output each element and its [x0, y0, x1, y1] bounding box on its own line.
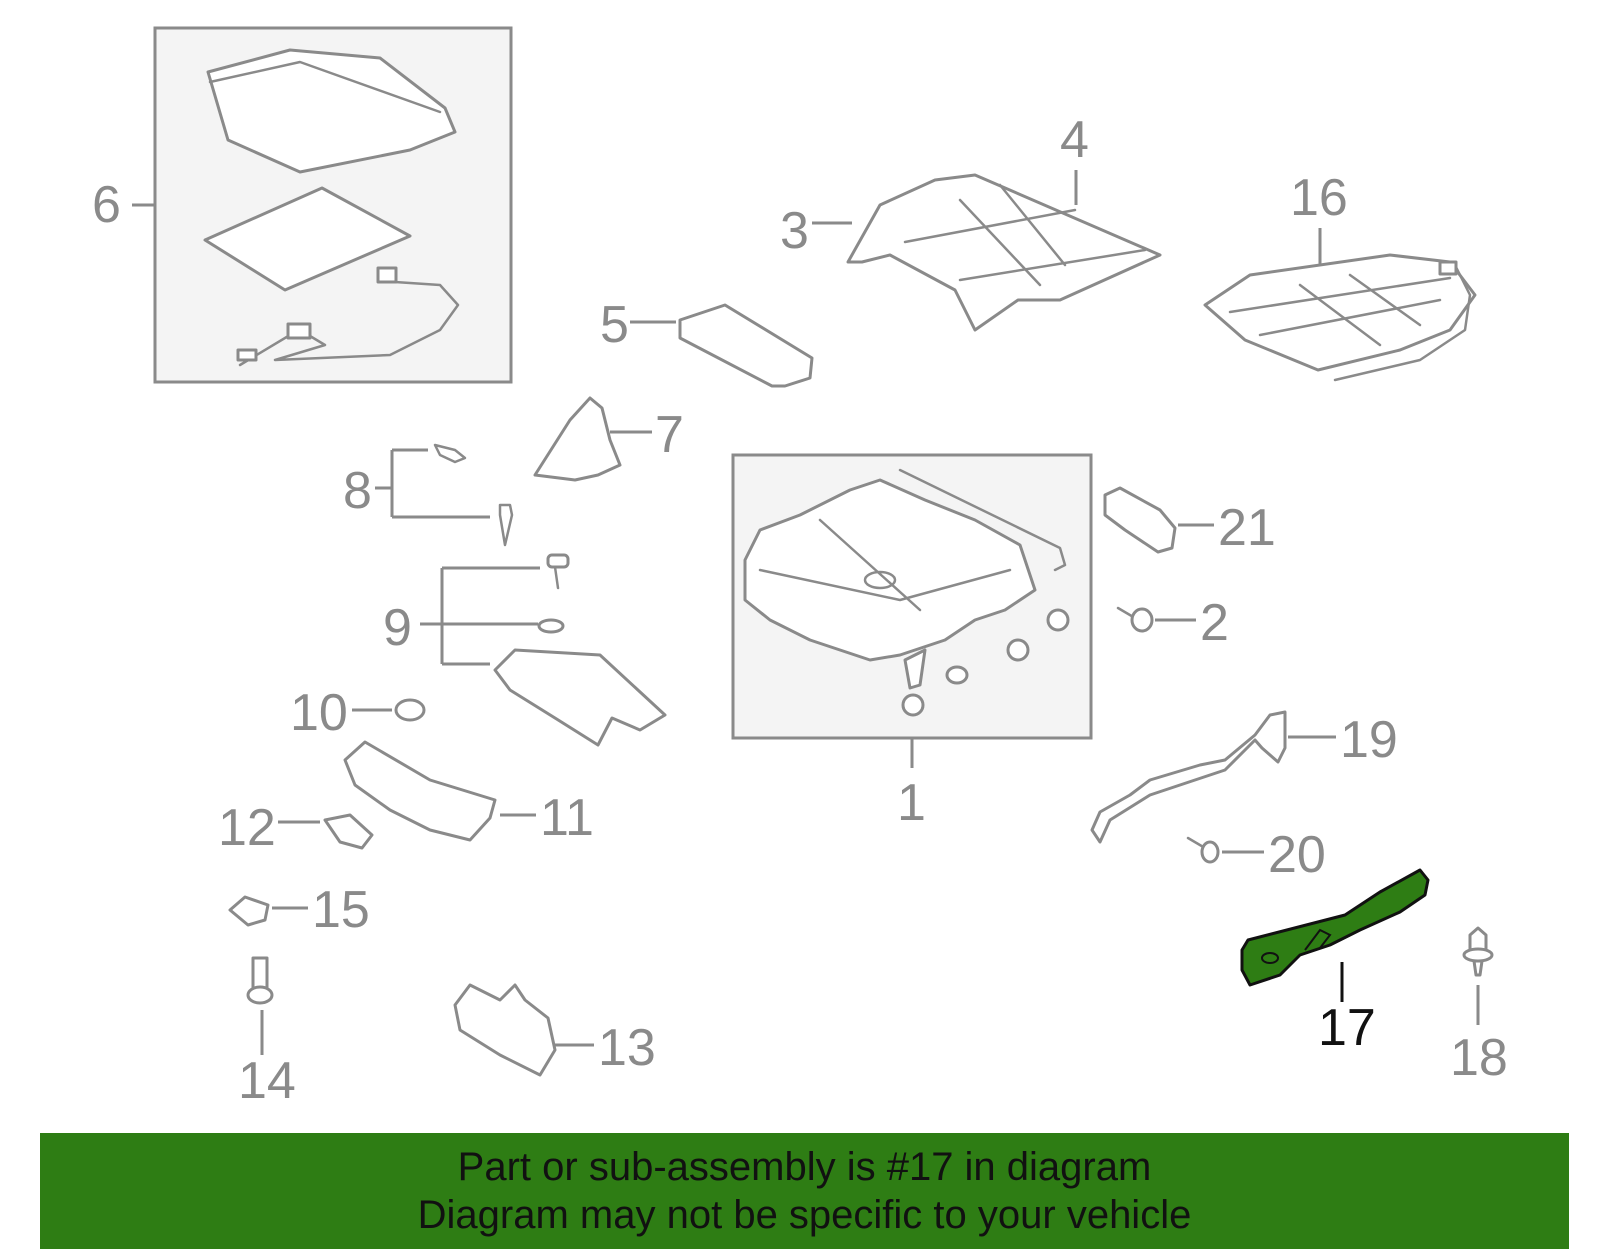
part-14: [246, 956, 274, 1005]
part-11: [343, 740, 497, 842]
label-19: 19: [1340, 711, 1398, 769]
part-12: [323, 813, 374, 850]
part-13: [453, 983, 557, 1077]
label-13: 13: [598, 1019, 656, 1077]
part-20: [1186, 836, 1220, 864]
part-21: [1103, 486, 1177, 554]
part-3-4-frame: [846, 173, 1162, 332]
label-8: 8: [343, 462, 372, 520]
banner-line-1: Part or sub-assembly is #17 in diagram: [457, 1145, 1152, 1189]
label-2: 2: [1200, 594, 1229, 652]
part-10: [394, 698, 426, 722]
label-15: 15: [312, 881, 370, 939]
label-5: 5: [600, 296, 629, 354]
label-12: 12: [218, 799, 276, 857]
part-16-heater: [1203, 253, 1477, 382]
label-10: 10: [290, 684, 348, 742]
label-21: 21: [1218, 499, 1276, 557]
part-7: [533, 396, 622, 482]
label-7: 7: [655, 406, 684, 464]
part-18: [1462, 926, 1494, 977]
label-18: 18: [1450, 1029, 1508, 1087]
label-4: 4: [1060, 111, 1089, 169]
part-17-highlighted: [1240, 868, 1430, 987]
label-17: 17: [1318, 999, 1376, 1057]
label-11: 11: [540, 789, 594, 847]
part-9: [493, 553, 667, 747]
label-1: 1: [897, 774, 926, 832]
label-20: 20: [1268, 826, 1326, 884]
part-8-clips: [433, 443, 514, 547]
label-9: 9: [383, 599, 412, 657]
part-19: [1090, 710, 1287, 844]
info-banner: Part or sub-assembly is #17 in diagram D…: [40, 1133, 1569, 1249]
label-14: 14: [238, 1052, 296, 1110]
part-5: [678, 303, 814, 388]
leader-9: [420, 566, 540, 666]
part-15: [228, 895, 270, 927]
label-16: 16: [1290, 169, 1348, 227]
label-3: 3: [780, 202, 809, 260]
label-6: 6: [92, 176, 121, 234]
part-2: [1116, 606, 1154, 633]
leader-8: [375, 448, 490, 519]
part-6-cushion: [203, 48, 460, 367]
part-1-cushion-frame: [743, 468, 1070, 717]
banner-line-2: Diagram may not be specific to your vehi…: [417, 1193, 1192, 1237]
